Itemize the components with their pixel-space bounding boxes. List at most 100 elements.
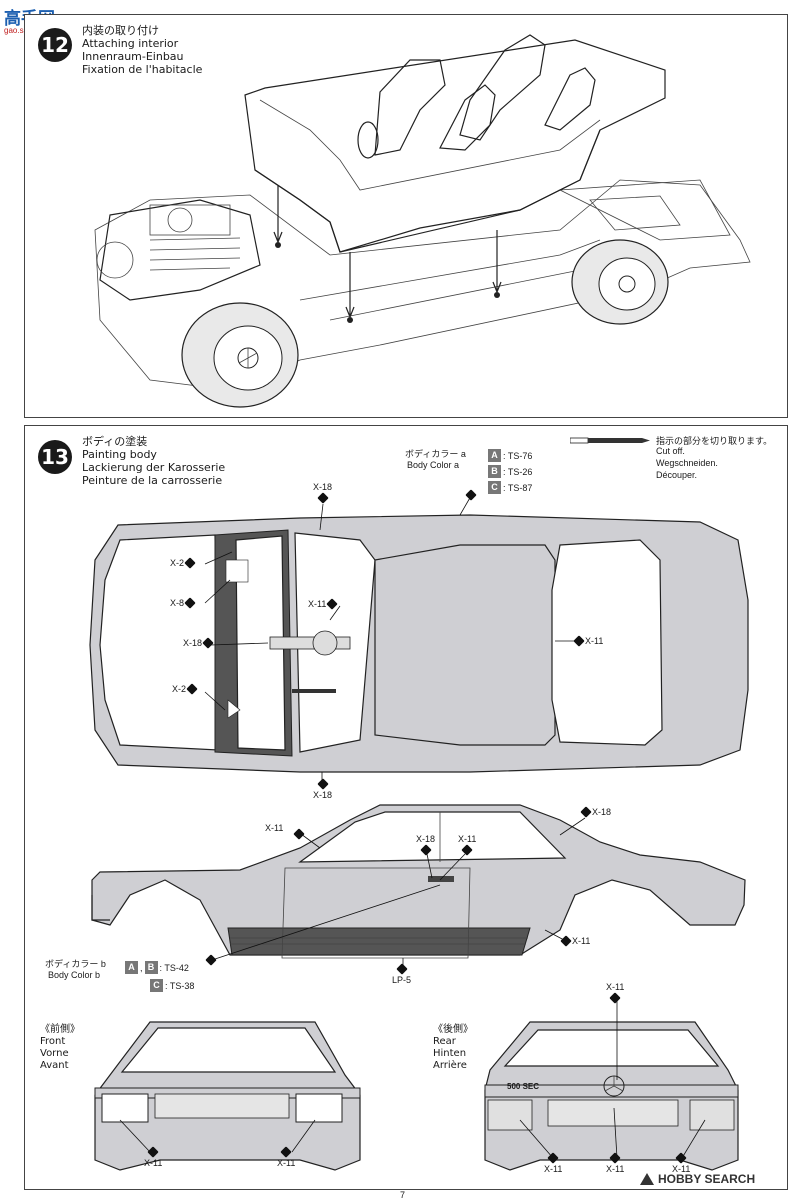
callout-label: X-11	[265, 823, 284, 833]
paint-marker-icon	[573, 635, 585, 647]
callout-top-x11-b: X-11	[573, 635, 604, 647]
callout-label: X-11	[544, 1164, 563, 1174]
callout-front-x11-a: X-11	[144, 1146, 163, 1168]
callout-top-x2-b: X-2	[172, 683, 198, 695]
step-12-title-jp: 内装の取り付け	[82, 24, 159, 37]
paint-marker-icon	[316, 778, 329, 790]
engine-drawing	[96, 199, 261, 301]
callout-label: X-11	[606, 982, 625, 992]
callout-side-x18-a: X-18	[580, 806, 611, 818]
callout-front-x11-b: X-11	[277, 1146, 296, 1168]
callout-leaders	[119, 495, 706, 1159]
callout-top-x18-c: X-18	[313, 778, 333, 800]
callout-top-x2-a: X-2	[170, 557, 196, 569]
knife-icon	[570, 437, 650, 444]
callout-top-x8: X-8	[170, 597, 196, 609]
callout-label: X-11	[585, 636, 604, 646]
paint-marker-icon	[395, 963, 408, 975]
callout-label: X-11	[277, 1158, 296, 1168]
callout-rear-x11-right: X-11	[672, 1152, 691, 1174]
paint-marker-icon	[560, 935, 572, 947]
rear-label-jp: 《後側》	[433, 1024, 473, 1035]
body-color-a-row: B : TS-26	[488, 465, 532, 478]
callout-label: X-8	[170, 598, 185, 608]
callout-top-x11-a: X-11	[308, 598, 339, 610]
paint-marker-icon	[580, 806, 592, 818]
color-letter-badge: A	[125, 961, 138, 974]
body-color-a-row: C : TS-87	[488, 481, 532, 494]
paint-marker-icon	[186, 683, 198, 695]
callout-top-x18-a: X-18	[313, 482, 333, 504]
rear-wheel	[571, 239, 669, 325]
car-front-view	[94, 1021, 361, 1171]
callout-label: X-18	[183, 638, 203, 648]
car-rear-view	[484, 1021, 739, 1171]
front-label-de: Vorne	[40, 1048, 69, 1059]
callout-side-x18-b: X-18	[416, 834, 436, 856]
cut-note-jp: 指示の部分を切り取ります。	[656, 436, 773, 446]
step-12-title-en: Attaching interior	[82, 37, 179, 50]
rear-model-badge: 500 SEC	[507, 1082, 540, 1091]
chassis-drawing	[94, 179, 751, 408]
color-code: : TS-42	[159, 962, 189, 973]
color-code: : TS-38	[165, 980, 195, 991]
front-label-fr: Avant	[40, 1060, 69, 1071]
color-letter-badge: C	[150, 979, 163, 992]
step-12-title-fr: Fixation de l'habitacle	[82, 63, 203, 76]
page-number: 7	[400, 1190, 406, 1200]
callout-label: X-11	[672, 1164, 691, 1174]
body-color-a-legend: A : TS-76 B : TS-26 C : TS-87	[488, 449, 532, 494]
body-color-a-label-jp: ボディカラー a	[405, 449, 466, 459]
body-color-a-label-en: Body Color a	[407, 460, 460, 470]
paint-marker-icon	[419, 844, 432, 856]
callout-label: X-11	[458, 834, 477, 844]
step-13-title: ボディの塗装 Painting body Lackierung der Karo…	[82, 435, 225, 487]
front-view-label: 《前側》 Front Vorne Avant	[40, 1024, 80, 1072]
callout-side-x11-c: X-11	[560, 935, 591, 947]
callout-label: X-18	[313, 482, 333, 492]
color-separator: ,	[140, 962, 143, 973]
cut-note-fr: Découper.	[656, 470, 698, 480]
paint-marker-icon	[461, 844, 473, 856]
color-code: : TS-26	[503, 466, 533, 477]
rear-label-en: Rear	[433, 1036, 456, 1047]
callout-side-lp5: LP-5	[392, 963, 412, 985]
color-letter-badge: C	[488, 481, 501, 494]
step-13-number: 13	[38, 440, 72, 474]
step-12-title-de: Innenraum-Einbau	[82, 50, 184, 63]
callout-label: X-11	[572, 936, 591, 946]
callout-label: X-18	[416, 834, 436, 844]
step-13-title-fr: Peinture de la carrosserie	[82, 474, 223, 487]
callout-label: X-2	[170, 558, 185, 568]
paint-marker-icon	[609, 992, 621, 1004]
paint-marker-icon	[293, 828, 306, 840]
callout-rear-x11-top: X-11	[606, 982, 625, 1004]
step-12-illustration	[94, 34, 751, 408]
front-label-jp: 《前側》	[40, 1024, 80, 1035]
callout-side-x11-b: X-11	[458, 834, 477, 856]
interior-tub	[244, 34, 666, 323]
hobby-search-watermark: HOBBY SEARCH	[640, 1172, 755, 1186]
callout-label: X-18	[313, 790, 333, 800]
paint-marker-icon	[147, 1146, 159, 1158]
paint-marker-icon	[547, 1152, 559, 1164]
callout-label: X-11	[144, 1158, 163, 1168]
body-color-b-label-jp: ボディカラー b	[45, 959, 106, 969]
hobby-search-logo-icon	[640, 1173, 654, 1185]
color-code: : TS-87	[503, 482, 533, 493]
callout-label: X-11	[606, 1164, 625, 1174]
car-side-view	[91, 804, 746, 959]
body-color-b-row-1: A , B : TS-42	[125, 961, 189, 974]
paint-marker-icon	[316, 492, 329, 504]
callout-side-x11-a: X-11	[265, 818, 306, 840]
body-color-b-label-en: Body Color b	[48, 970, 101, 980]
rear-view-label: 《後側》 Rear Hinten Arrière	[433, 1024, 473, 1072]
hobby-search-text: HOBBY SEARCH	[658, 1172, 756, 1186]
paint-marker-icon	[202, 637, 214, 649]
callout-label: LP-5	[392, 975, 412, 985]
body-color-a-row: A : TS-76	[488, 449, 532, 462]
paint-marker-icon	[184, 557, 196, 569]
cut-note-en: Cut off.	[656, 446, 685, 456]
paint-marker-icon	[675, 1152, 687, 1164]
